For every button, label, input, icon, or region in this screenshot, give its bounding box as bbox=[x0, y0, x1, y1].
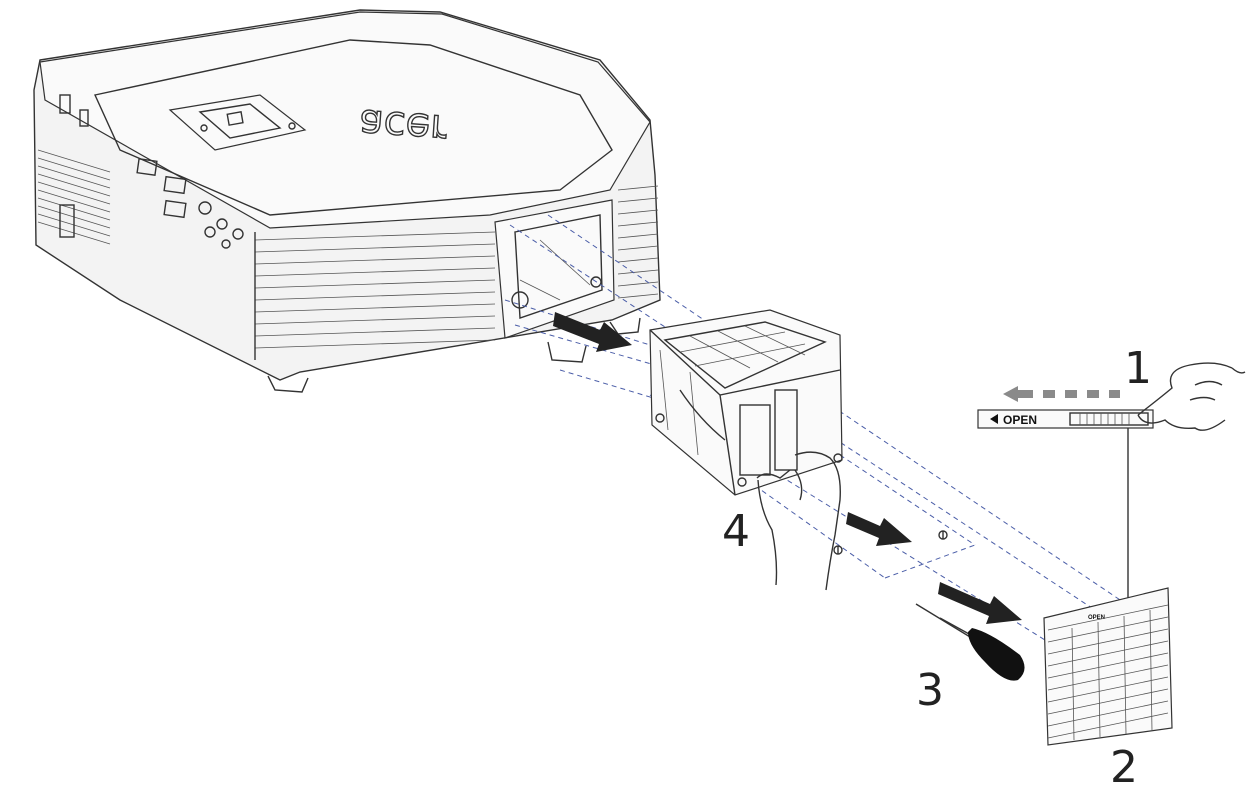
lamp-module bbox=[649, 309, 843, 496]
connector-panel bbox=[59, 94, 244, 249]
step-2-label: 2 bbox=[1110, 742, 1138, 787]
lamp-bay bbox=[494, 199, 615, 339]
remove-cover-arrow bbox=[938, 582, 1022, 624]
lamp-cover: OPEN bbox=[1043, 587, 1173, 746]
screwdriver-icon bbox=[915, 603, 1025, 681]
brand-logo: acer bbox=[357, 100, 448, 152]
right-vents bbox=[617, 185, 659, 299]
control-panel bbox=[168, 94, 307, 151]
feet bbox=[267, 317, 641, 393]
side-vents bbox=[37, 149, 111, 245]
remove-screw-arrow bbox=[846, 512, 912, 546]
latch-detail: OPEN bbox=[977, 386, 1154, 612]
latch-open-label: OPEN bbox=[1003, 413, 1037, 427]
step-1-label: 1 bbox=[1124, 343, 1152, 394]
projector: acer bbox=[33, 9, 661, 393]
screw-icon bbox=[833, 530, 948, 555]
cover-open-label: OPEN bbox=[1088, 615, 1105, 621]
hand-icon bbox=[756, 451, 841, 591]
step-4-label: 4 bbox=[722, 506, 750, 557]
front-vents bbox=[254, 231, 496, 360]
step-3-label: 3 bbox=[916, 665, 944, 716]
finger-icon bbox=[1137, 362, 1246, 431]
remove-lamp-arrow bbox=[553, 312, 632, 352]
